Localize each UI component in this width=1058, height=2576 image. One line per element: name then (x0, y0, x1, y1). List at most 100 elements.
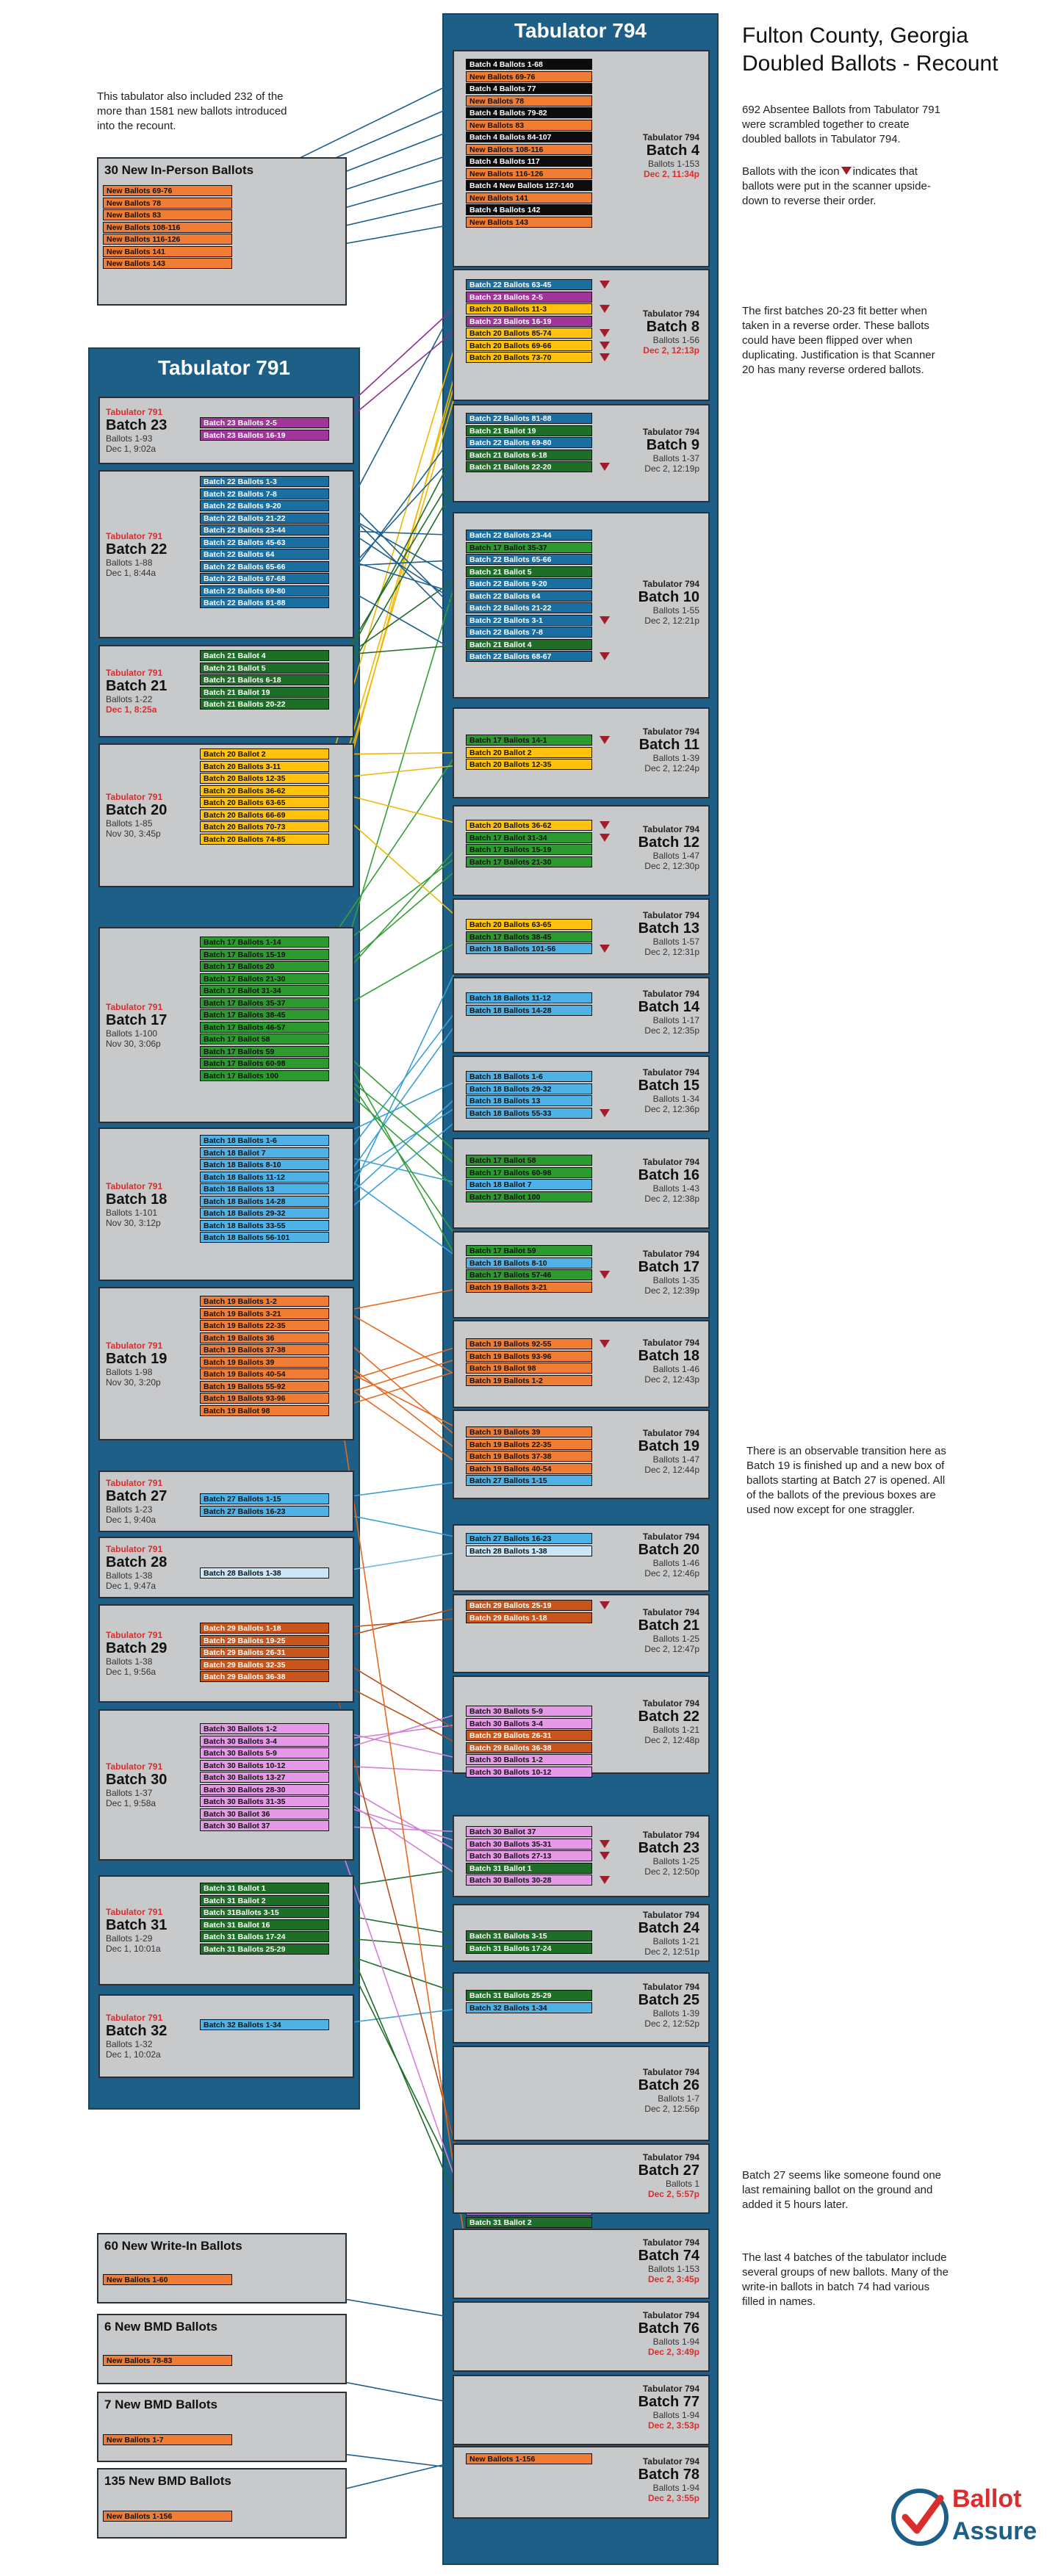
ballot-range-item: Batch 19 Ballots 92-55 (466, 1338, 592, 1349)
tabulator-label: Tabulator 791 (106, 1340, 163, 1351)
reverse-order-triangle-icon (841, 167, 852, 175)
ballot-range-item: Batch 17 Ballots 60-98 (200, 1058, 329, 1069)
batch-date: Dec 2, 12:43p (644, 1374, 699, 1385)
ballot-range: Ballots 1-34 (652, 1094, 699, 1104)
tabulator-label: Tabulator 791 (106, 1907, 163, 1917)
batch-name: Batch 8 (646, 319, 699, 335)
page-title-line-2: Doubled Ballots - Recount (742, 51, 998, 76)
ballot-range-item: Batch 18 Ballots 56-101 (200, 1232, 329, 1243)
ballot-range-item: Batch 17 Ballot 31-34 (466, 831, 592, 843)
tabulator-label: Tabulator 791 (106, 1001, 163, 1012)
ballot-range-item: Batch 20 Ballots 12-35 (200, 773, 329, 784)
tabulator-label: Tabulator 791 (106, 1180, 163, 1191)
ballot-range-item: Batch 4 Ballots 1-68 (466, 59, 592, 70)
ballot-range-item: Batch 31 Ballots 25-29 (200, 1943, 329, 1955)
logo-word-ballot: Ballot (952, 2485, 1022, 2513)
new-ballots-title: 30 New In-Person Ballots (104, 163, 254, 177)
right-batch-box (453, 2143, 710, 2214)
ballot-range-item: Batch 17 Ballot 59 (466, 1245, 592, 1256)
batch-date: Dec 2, 12:39p (644, 1285, 699, 1296)
batch-name: Batch 15 (638, 1078, 699, 1094)
ballot-range-item: Batch 21 Ballots 20-22 (200, 699, 329, 710)
ballot-range-item: New Ballots 1-156 (466, 2453, 592, 2464)
ballot-range-item: New Ballots 108-116 (103, 221, 232, 233)
new-ballots-title: 7 New BMD Ballots (104, 2398, 217, 2411)
tabulator-label: Tabulator 794 (642, 2456, 699, 2467)
tabulator-label: Tabulator 791 (106, 407, 163, 417)
batch-date: Dec 1, 9:40a (106, 1515, 156, 1525)
ballot-range-item: Batch 19 Ballots 22-35 (200, 1320, 329, 1331)
ballot-range-item: Batch 18 Ballots 29-32 (466, 1083, 592, 1094)
ballot-range: Ballots 1-153 (647, 159, 699, 169)
ballot-range-item: Batch 22 Ballots 68-67 (466, 651, 592, 662)
ballot-range-item: Batch 19 Ballots 40-54 (200, 1368, 329, 1379)
ballot-range-item: Batch 19 Ballots 37-38 (466, 1451, 592, 1462)
ballot-range-item: Batch 30 Ballots 1-2 (466, 1754, 592, 1765)
ballot-range-item: Batch 17 Ballots 38-45 (466, 931, 592, 942)
batch-name: Batch 16 (638, 1167, 699, 1183)
ballot-range: Ballots 1-21 (652, 1725, 699, 1735)
ballot-range-item: Batch 30 Ballots 31-35 (200, 1796, 329, 1807)
ballot-range-item: Batch 30 Ballots 13-27 (200, 1772, 329, 1783)
ballot-range-item: Batch 31Ballots 3-15 (200, 1907, 329, 1918)
tabulator-label: Tabulator 791 (106, 530, 163, 541)
reverse-order-triangle-icon (600, 463, 610, 471)
ballot-range-item: Batch 22 Ballots 7-8 (200, 488, 329, 499)
tabulator-label: Tabulator 794 (642, 1607, 699, 1617)
ballot-range-item: Batch 29 Ballots 32-35 (200, 1659, 329, 1670)
ballot-range-item: Batch 31 Ballot 2 (200, 1894, 329, 1906)
ballot-range-item: New Ballots 108-116 (466, 143, 592, 155)
ballot-range-item: New Ballots 69-76 (466, 71, 592, 82)
batch-name: Batch 25 (638, 1991, 699, 2008)
ballot-range-item: Batch 30 Ballots 3-4 (200, 1735, 329, 1747)
ballot-range-item: Batch 20 Ballots 66-69 (200, 809, 329, 820)
ballot-range-item: Batch 21 Ballot 19 (200, 686, 329, 698)
reverse-order-triangle-icon (600, 1876, 610, 1884)
ballot-range-item: Batch 29 Ballots 26-31 (466, 1730, 592, 1741)
ballot-range: Ballots 1-37 (106, 1788, 153, 1798)
ballot-range-item: Batch 31 Ballot 1 (200, 1883, 329, 1894)
ballot-range-item: Batch 21 Ballot 5 (200, 662, 329, 674)
new-ballots-title: 60 New Write-In Ballots (104, 2239, 242, 2253)
ballot-range-item: New Ballots 69-76 (103, 185, 232, 196)
ballot-range-item: Batch 17 Ballots 14-1 (466, 735, 592, 746)
ballot-range-item: Batch 30 Ballots 5-9 (466, 1706, 592, 1717)
ballot-range-item: New Ballots 116-126 (466, 167, 592, 179)
batch-name: Batch 17 (638, 1258, 699, 1275)
batch-name: Batch 4 (646, 142, 699, 159)
reverse-order-triangle-icon (600, 1271, 610, 1279)
batch-date: Nov 30, 3:20p (106, 1377, 161, 1388)
ballot-range-item: Batch 19 Ballots 1-2 (466, 1374, 592, 1386)
batch-date: Dec 2, 12:46p (644, 1568, 699, 1579)
ballot-range-item: Batch 20 Ballots 63-65 (466, 919, 592, 930)
ballot-range-item: Batch 21 Ballot 5 (466, 566, 592, 577)
new-ballots-title: 135 New BMD Ballots (104, 2474, 231, 2488)
batch-name: Batch 20 (638, 1542, 699, 1558)
connector-line (328, 740, 467, 943)
ballot-range-item: New Ballots 83 (103, 209, 232, 220)
connector-line (328, 455, 467, 681)
ballot-range-item: Batch 21 Ballots 6-18 (200, 674, 329, 685)
batch-date: Dec 1, 8:44a (106, 567, 156, 578)
ballot-range-item: Batch 30 Ballots 1-2 (200, 1723, 329, 1734)
ballot-range-item: Batch 20 Ballots 11-3 (466, 303, 592, 314)
note-transition: There is an observable transition here a… (746, 1445, 946, 1516)
ballot-range-item: Batch 22 Ballots 65-66 (466, 554, 592, 565)
tabulator-label: Tabulator 794 (642, 132, 699, 142)
ballot-range-item: Batch 17 Ballots 15-19 (200, 948, 329, 960)
new-ballots-box (97, 2392, 347, 2462)
ballot-range-item: Batch 22 Ballots 81-88 (200, 597, 329, 608)
ballot-range-item: Batch 31 Ballots 17-24 (466, 1942, 592, 1954)
batch-date: Dec 1, 9:02a (106, 444, 156, 454)
